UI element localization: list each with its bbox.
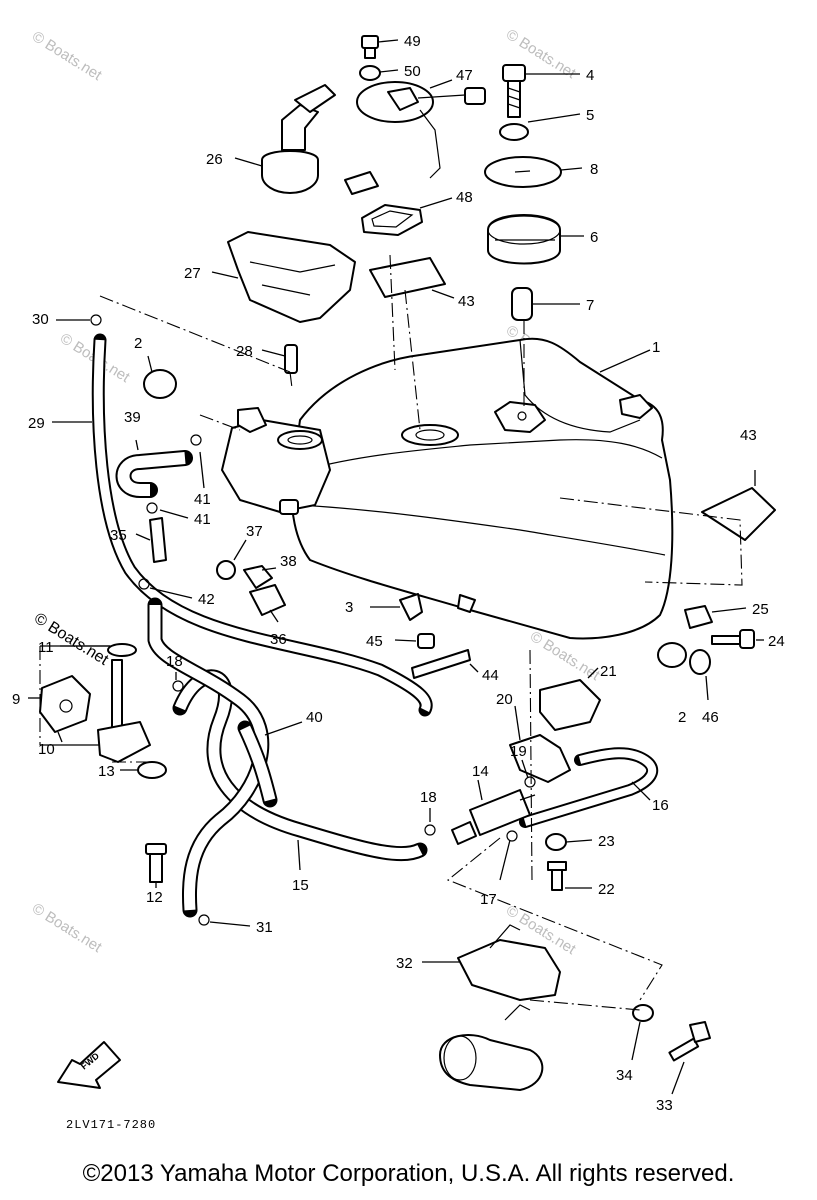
callout-label: 5 (586, 107, 594, 124)
alignment-line (529, 999, 641, 1011)
mounting-hardware (484, 64, 562, 321)
fuel-cock (39, 643, 167, 779)
callout-label: 9 (12, 691, 20, 708)
rubber-pad (701, 487, 776, 541)
fuel-pump-bracket (439, 924, 561, 1091)
bolt-head (739, 629, 755, 649)
damper (143, 369, 177, 399)
callout-label: 48 (456, 189, 473, 206)
alignment-line (289, 371, 293, 389)
callout-label: 35 (110, 527, 127, 544)
alignment-line (529, 649, 533, 881)
alignment-line (389, 254, 396, 371)
tank-bracket (221, 407, 331, 515)
callout-label: 41 (194, 491, 211, 508)
callout-label: 29 (28, 415, 45, 432)
callout-label: 4 (586, 67, 594, 84)
callout-label: 50 (404, 63, 421, 80)
callout-label: 36 (270, 631, 287, 648)
callout-label: 17 (480, 891, 497, 908)
callout-label: 37 (246, 523, 263, 540)
callout-label: 23 (598, 833, 615, 850)
callout-label: 10 (38, 741, 55, 758)
callout-label: 28 (236, 343, 253, 360)
callout-label: 32 (396, 955, 413, 972)
callout-label: 8 (590, 161, 598, 178)
callout-label: 27 (184, 265, 201, 282)
fuel-cap (261, 84, 336, 194)
alignment-line (99, 295, 291, 373)
callout-label: 38 (280, 553, 297, 570)
callout-label: 15 (292, 877, 309, 894)
callout-label: 45 (366, 633, 383, 650)
callout-label: 30 (32, 311, 49, 328)
callout-label: 20 (496, 691, 513, 708)
collar (689, 649, 711, 675)
callout-label: 26 (206, 151, 223, 168)
callout-label: 3 (345, 599, 353, 616)
callout-label: 43 (740, 427, 757, 444)
callout-label: 11 (38, 639, 54, 656)
alignment-line (446, 837, 663, 1001)
bracket (539, 679, 601, 731)
callout-label: 2 (134, 335, 142, 352)
fuel-tank (290, 337, 674, 640)
callout-label: 1 (652, 339, 660, 356)
callout-label: 34 (616, 1067, 633, 1084)
bolt (711, 635, 743, 645)
callout-label: 39 (124, 409, 141, 426)
callout-label: 46 (702, 709, 719, 726)
alignment-line (559, 497, 743, 586)
callout-label: 44 (482, 667, 499, 684)
alignment-line (199, 414, 241, 431)
callout-label: 18 (166, 653, 183, 670)
callout-label: 21 (600, 663, 617, 680)
callout-label: 49 (404, 33, 421, 50)
rubber-pad (369, 257, 446, 298)
callout-label: 41 (194, 511, 211, 528)
fuel-sender (344, 81, 486, 195)
callout-label: 40 (306, 709, 323, 726)
callout-labels: 1 2 2 3 4 5 6 7 8 9 10 11 12 13 14 15 16 (12, 33, 785, 1114)
collar (684, 605, 713, 629)
cap-tray (227, 231, 356, 323)
damper (657, 642, 687, 668)
callout-label: 16 (652, 797, 669, 814)
callout-label: 24 (768, 633, 785, 650)
callout-label: 42 (198, 591, 215, 608)
callout-label: 12 (146, 889, 163, 906)
drawing-code: 2LV171-7280 (66, 1118, 157, 1132)
fuel-filter (451, 789, 536, 845)
callout-label: 25 (752, 601, 769, 618)
callout-label: 18 (420, 789, 437, 806)
callout-label: 47 (456, 67, 473, 84)
callout-label: 6 (590, 229, 598, 246)
callout-label: 7 (586, 297, 594, 314)
callout-label: 43 (458, 293, 475, 310)
callout-label: 14 (472, 763, 489, 780)
copyright-notice: ©2013 Yamaha Motor Corporation, U.S.A. A… (82, 1160, 735, 1187)
callout-label: 19 (510, 743, 527, 760)
callout-label: 33 (656, 1097, 673, 1114)
callout-label: 13 (98, 763, 115, 780)
front-arrow-icon: FWD (57, 1041, 121, 1089)
gasket (361, 204, 423, 236)
callout-label: 31 (256, 919, 273, 936)
callout-label: 22 (598, 881, 615, 898)
callout-label: 2 (678, 709, 686, 726)
exploded-parts-diagram: FWD 1 2 2 3 4 5 6 7 8 9 10 11 12 13 14 (12, 33, 785, 1114)
